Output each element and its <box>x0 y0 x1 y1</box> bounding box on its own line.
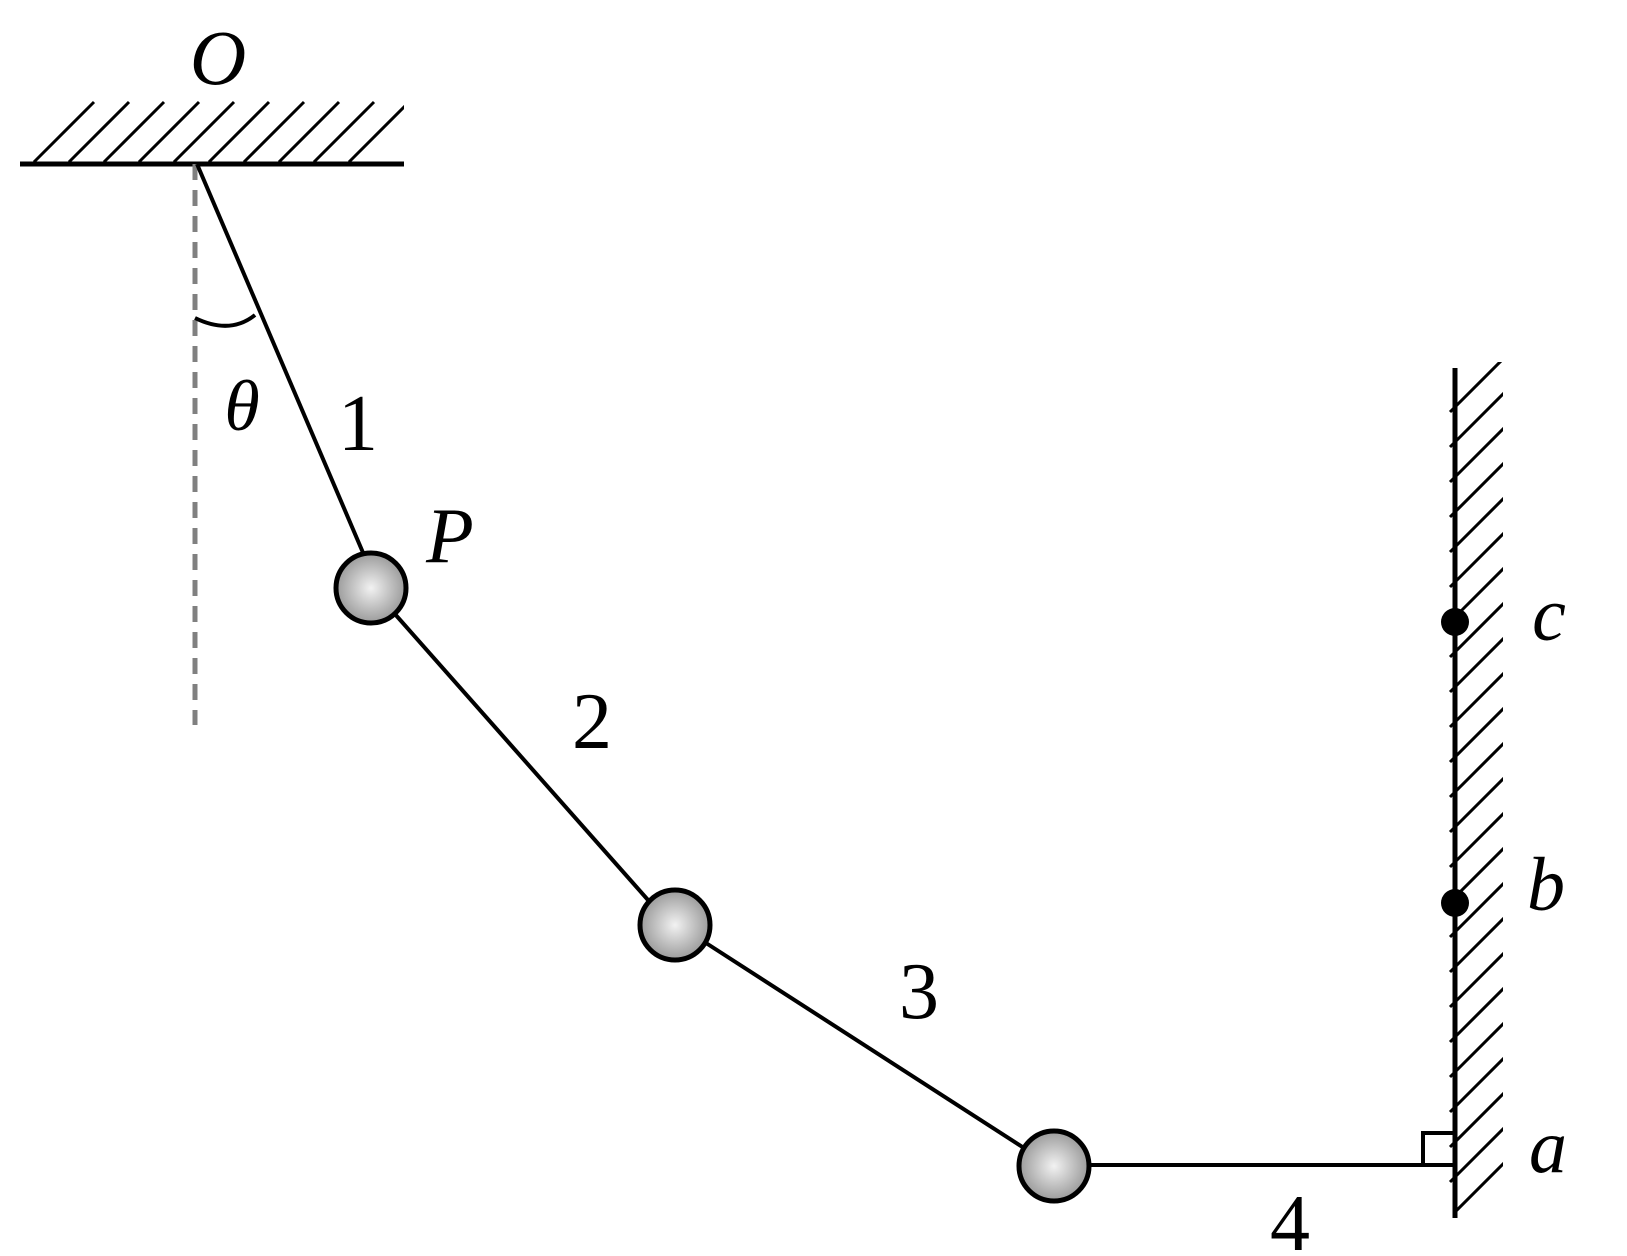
string-segments <box>195 163 1455 1167</box>
wall-hatching <box>1448 362 1503 1212</box>
wall-point-c <box>1441 608 1469 636</box>
pivot-label: O <box>190 14 246 101</box>
string-segment-3 <box>704 941 1026 1150</box>
wall-label-a: a <box>1529 1105 1567 1189</box>
segment-label-3: 3 <box>899 948 939 1036</box>
point-p-label: P <box>425 492 474 579</box>
wall-label-b: b <box>1527 843 1565 927</box>
ceiling-hatching <box>32 100 404 164</box>
segment-label-1: 1 <box>338 380 378 468</box>
wall-label-c: c <box>1532 573 1566 657</box>
angle-arc <box>194 313 257 328</box>
ball-p <box>333 550 409 626</box>
string-segment-1 <box>195 163 366 556</box>
ball-3 <box>1016 1128 1092 1204</box>
segment-label-4: 4 <box>1270 1180 1310 1256</box>
right-angle-marker <box>1421 1131 1455 1165</box>
wall-point-b <box>1441 889 1469 917</box>
ball-2 <box>637 887 713 963</box>
segment-label-2: 2 <box>572 678 612 766</box>
string-segment-2 <box>392 611 650 902</box>
angle-label: θ <box>224 366 259 446</box>
